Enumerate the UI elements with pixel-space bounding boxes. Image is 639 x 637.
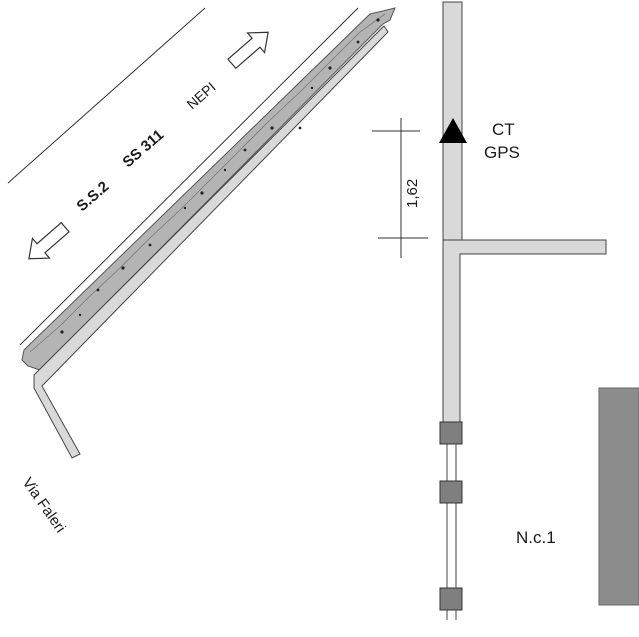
dimension-value-label: 1,62 xyxy=(404,179,421,208)
fence-post xyxy=(439,480,463,504)
road-edge-line-outer xyxy=(7,7,206,184)
fence-post xyxy=(439,587,463,611)
building-block xyxy=(598,387,639,606)
street-label-via-faleri: Via Faleri xyxy=(19,475,69,536)
hedge-strip xyxy=(21,7,396,371)
road-edge-line-inner xyxy=(19,7,359,346)
l-shaped-sidewalk xyxy=(442,239,607,426)
arrow-left-icon xyxy=(28,221,70,260)
building-label: N.c.1 xyxy=(516,528,556,547)
road-label-ss311: SS 311 xyxy=(119,126,167,171)
control-point-label-ct: CT xyxy=(492,120,515,139)
fence-post xyxy=(439,421,463,445)
sidewalk-strip xyxy=(33,25,389,459)
road-label-ss2: S.S.2 xyxy=(73,178,112,215)
gps-control-point-triangle-icon xyxy=(439,118,467,143)
arrow-right-icon xyxy=(227,31,269,70)
hedge-texture xyxy=(29,13,386,353)
road-label-nepi: NEPI xyxy=(183,79,218,113)
control-point-label-gps: GPS xyxy=(484,143,520,162)
hedge-dots xyxy=(60,18,380,334)
